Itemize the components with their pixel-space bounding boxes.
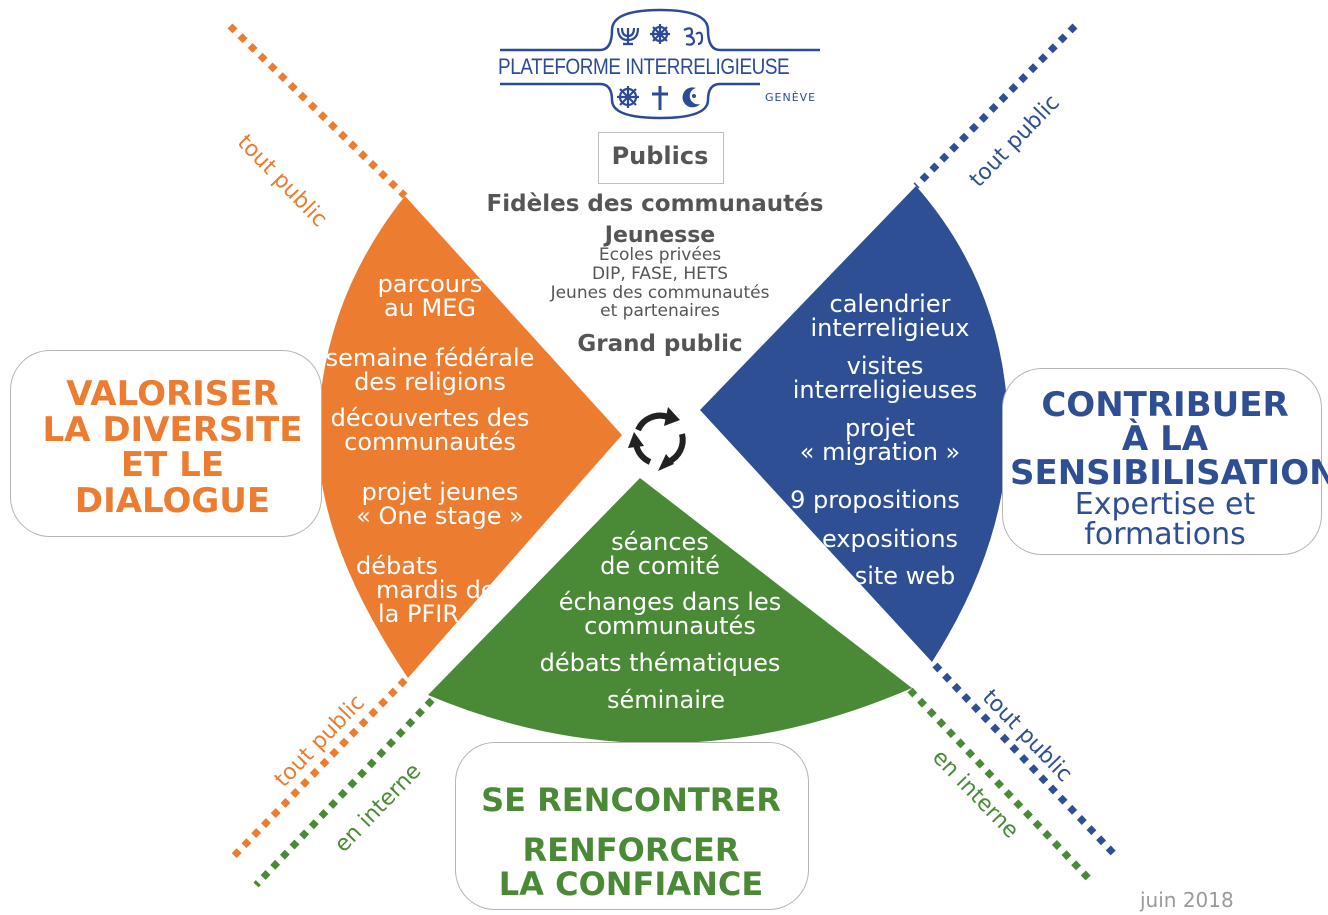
left-title-box	[10, 350, 322, 537]
right-item-migration-line-2: « migration »	[799, 438, 961, 466]
left-title-line-1: VALORISER	[66, 374, 279, 414]
bottom-item-echanges-line-2: communautés	[584, 612, 756, 640]
bottom-item-echanges: échanges dans les communautés	[530, 590, 810, 638]
right-item-propositions: 9 propositions	[790, 486, 960, 514]
right-subtitle-line-1: Expertise et	[1074, 487, 1256, 522]
right-item-migration: projet « migration »	[780, 416, 980, 464]
logo	[500, 8, 820, 120]
left-item-debats-line-3: la PFIR	[378, 600, 460, 628]
publics-line-dip: DIP, FASE, HETS	[591, 264, 729, 284]
dashed-lines	[227, 23, 1118, 888]
menorah-icon	[616, 27, 640, 46]
left-title-line-2: LA DIVERSITE	[42, 409, 303, 450]
bottom-title-line-2: RENFORCER	[522, 831, 740, 869]
right-subtitle-line-2: formations	[1084, 517, 1246, 552]
green-wedge	[428, 478, 912, 744]
left-item-debats: débats mardis de la PFIR	[352, 552, 496, 628]
refresh-cycle-icon	[628, 407, 686, 471]
publics-heading-box	[598, 132, 724, 184]
bottom-left-orange-dashed-line	[229, 677, 408, 861]
bahai-wheel-icon	[617, 86, 639, 108]
left-item-decouvertes-line-1: découvertes des	[330, 404, 530, 432]
bottom-right-blue-dashed-line	[932, 662, 1118, 858]
dharma-wheel-icon	[650, 24, 670, 44]
bottom-title-line-1: SE RENCONTRER	[481, 781, 781, 819]
right-title-line-1: CONTRIBUER	[1041, 385, 1289, 425]
bottom-title-box	[455, 742, 809, 910]
publics-line-youth: Jeunesse	[604, 223, 716, 248]
top-right-dashed-line	[913, 23, 1078, 189]
bottom-item-debats: débats thématiques	[539, 649, 781, 677]
left-item-semaine-line-1: semaine fédérale	[325, 344, 535, 372]
bottom-left-green-dashed-line	[253, 697, 435, 888]
left-title-line-4: DIALOGUE	[74, 481, 271, 522]
logo-city: GENÈVE	[765, 91, 817, 104]
left-item-jeunes-line-2: « One stage »	[356, 502, 524, 530]
bottom-item-echanges-line-1: échanges dans les	[558, 588, 782, 616]
right-title-line-3: SENSIBILISATION	[1010, 453, 1328, 493]
logo-symbols	[616, 24, 704, 110]
left-title: VALORISER LA DIVERSITE ET LE DIALOGUE	[40, 374, 305, 522]
left-item-decouvertes: découvertes des communautés	[320, 406, 540, 454]
right-title: CONTRIBUER À LA SENSIBILISATION Expertis…	[1010, 385, 1328, 552]
publics-line-general: Grand public	[577, 331, 743, 357]
right-item-visites-line-1: visites	[846, 352, 924, 380]
bottom-item-seances-line-1: séances	[611, 528, 709, 556]
right-item-expositions: expositions	[821, 525, 959, 553]
left-item-semaine-line-2: des religions	[354, 368, 506, 396]
left-item-debats-line-2: mardis de	[376, 576, 496, 604]
right-title-line-2: À LA	[1121, 419, 1209, 459]
right-item-calendrier: calendrier interreligieux	[790, 292, 990, 340]
bottom-title-line-3: LA CONFIANCE	[498, 865, 764, 903]
date-label: juin 2018	[1140, 888, 1234, 912]
left-item-jeunes-line-1: projet jeunes	[361, 478, 519, 506]
left-item-jeunes: projet jeunes « One stage »	[340, 480, 540, 528]
logo-name: PLATEFORME INTERRELIGIEUSE	[498, 54, 790, 79]
right-item-calendrier-line-2: interreligieux	[810, 314, 970, 342]
publics-line-faithful: Fidèles des communautés	[486, 191, 824, 217]
left-item-decouvertes-line-2: communautés	[344, 428, 516, 456]
bottom-item-seances-line-2: de comité	[600, 552, 720, 580]
left-item-meg-line-2: au MEG	[383, 294, 476, 322]
left-item-meg-line-1: parcours	[377, 270, 483, 298]
right-item-site-web: site web	[854, 562, 956, 590]
bottom-item-seminaire: séminaire	[606, 686, 725, 714]
right-item-migration-line-1: projet	[844, 414, 916, 442]
right-title-box	[1002, 368, 1322, 555]
right-item-calendrier-line-1: calendrier	[829, 290, 951, 318]
bottom-item-seances: séances de comité	[560, 530, 760, 578]
publics-line-community-youth: Jeunes des communautés	[550, 283, 770, 303]
left-item-debats-line-1: débats	[356, 552, 438, 580]
publics-line-partners: et partenaires	[600, 301, 720, 321]
left-item-semaine: semaine fédérale des religions	[325, 346, 535, 394]
bottom-right-green-dashed-line	[907, 687, 1093, 883]
orange-wedge	[317, 196, 622, 678]
cross-icon	[652, 86, 668, 110]
publics-line-private-schools: Écoles privées	[598, 245, 722, 265]
left-title-line-3: ET LE	[120, 445, 225, 486]
crescent-icon	[682, 87, 700, 108]
publics-heading: Publics	[611, 142, 709, 170]
right-item-visites-line-2: interreligieuses	[792, 376, 978, 404]
om-icon	[683, 27, 704, 46]
left-item-meg: parcours au MEG	[360, 272, 500, 320]
right-item-visites: visites interreligieuses	[780, 354, 990, 402]
blue-wedge	[700, 186, 1009, 662]
